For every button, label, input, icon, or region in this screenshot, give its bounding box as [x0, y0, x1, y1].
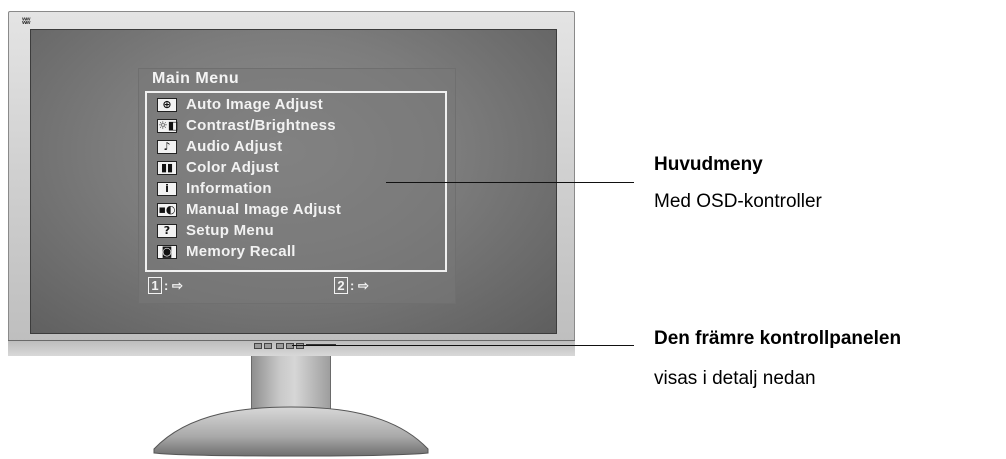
- osd-title: Main Menu: [152, 70, 240, 87]
- audio-icon: ♪: [157, 140, 177, 154]
- key-1-separator: :: [164, 278, 169, 293]
- brand-logo: ʬʬ: [22, 16, 31, 26]
- osd-item-memory-recall[interactable]: ◙ Memory Recall: [147, 243, 447, 264]
- osd-item-setup-menu[interactable]: ? Setup Menu: [147, 222, 447, 243]
- osd-menu: [138, 68, 456, 304]
- front-button-power[interactable]: [296, 343, 304, 349]
- info-icon: i: [157, 182, 177, 196]
- manual-adjust-icon: ▪◐: [157, 203, 177, 217]
- color-icon: ▮▮: [157, 161, 177, 175]
- crosshair-icon: ⊕: [157, 98, 177, 112]
- exit-icon: ⇨: [171, 278, 183, 293]
- osd-item-label: Auto Image Adjust: [186, 96, 324, 113]
- osd-item-label: Contrast/Brightness: [186, 117, 336, 134]
- front-button-up[interactable]: [286, 343, 294, 349]
- osd-item-contrast-brightness[interactable]: ☼◧ Contrast/Brightness: [147, 117, 447, 138]
- osd-item-audio-adjust[interactable]: ♪ Audio Adjust: [147, 138, 447, 159]
- osd-item-auto-image-adjust[interactable]: ⊕ Auto Image Adjust: [147, 96, 447, 117]
- osd-footer-key-1: 1: ⇨: [148, 277, 183, 294]
- callout-leader-control-panel: [292, 345, 634, 346]
- osd-item-label: Setup Menu: [186, 222, 274, 239]
- memory-recall-icon: ◙: [157, 245, 177, 259]
- key-2-separator: :: [350, 278, 355, 293]
- callout-subtitle-main-menu: Med OSD-kontroller: [654, 191, 822, 212]
- front-button-2[interactable]: [264, 343, 272, 349]
- exit-icon: ⇨: [357, 278, 369, 293]
- front-button-1[interactable]: [254, 343, 262, 349]
- front-button-down[interactable]: [276, 343, 284, 349]
- callout-title-main-menu: Huvudmeny: [654, 154, 763, 175]
- osd-item-list: ⊕ Auto Image Adjust ☼◧ Contrast/Brightne…: [145, 91, 447, 272]
- osd-item-label: Memory Recall: [186, 243, 296, 260]
- osd-item-label: Information: [186, 180, 272, 197]
- callout-title-control-panel: Den främre kontrollpanelen: [654, 328, 902, 349]
- osd-item-information[interactable]: i Information: [147, 180, 447, 201]
- brightness-icon: ☼◧: [157, 119, 179, 133]
- osd-item-label: Color Adjust: [186, 159, 280, 176]
- osd-item-label: Audio Adjust: [186, 138, 283, 155]
- callout-leader-main-menu: [386, 182, 634, 183]
- osd-item-manual-image-adjust[interactable]: ▪◐ Manual Image Adjust: [147, 201, 447, 222]
- monitor-stand-base: [153, 406, 429, 457]
- key-1-label: 1: [148, 277, 162, 294]
- osd-footer-key-2: 2: ⇨: [334, 277, 369, 294]
- question-icon: ?: [157, 224, 177, 238]
- monitor-stand-neck: [251, 356, 331, 412]
- callout-subtitle-control-panel: visas i detalj nedan: [654, 368, 816, 389]
- osd-item-color-adjust[interactable]: ▮▮ Color Adjust: [147, 159, 447, 180]
- osd-item-label: Manual Image Adjust: [186, 201, 342, 218]
- key-2-label: 2: [334, 277, 348, 294]
